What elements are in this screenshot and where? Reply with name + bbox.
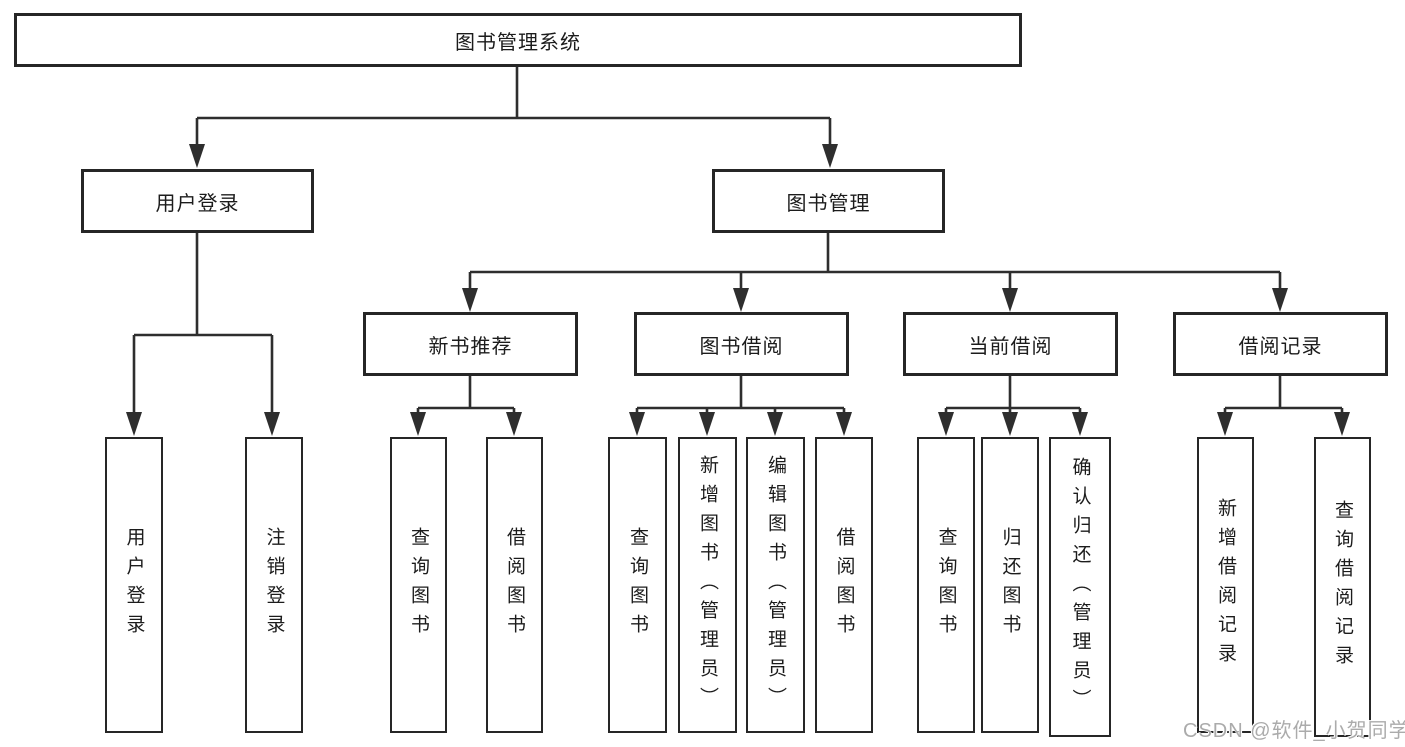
arrowhead-icon [767,412,783,436]
node-current-borrowing: 当前借阅 [903,312,1118,376]
leaf-add-borrow-record: 新增借阅记录 [1197,437,1254,733]
node-book-management: 图书管理 [712,169,945,233]
connector-book-borrow-children [629,376,852,436]
leaf-add-books-admin: 新增图书（管理员） [678,437,737,733]
arrowhead-icon [410,412,426,436]
arrowhead-icon [1002,288,1018,312]
arrowhead-icon [699,412,715,436]
node-library-system: 图书管理系统 [14,13,1022,67]
arrowhead-icon [1334,412,1350,436]
connector-root-to-level2 [189,67,838,168]
arrowhead-icon [822,144,838,168]
leaf-query-books-borrowing: 查询图书 [608,437,667,733]
leaf-query-borrow-record: 查询借阅记录 [1314,437,1371,737]
arrowhead-icon [1002,412,1018,436]
arrowhead-icon [938,412,954,436]
arrowhead-icon [1217,412,1233,436]
connector-new-book-children [410,376,522,436]
node-borrowing-records: 借阅记录 [1173,312,1388,376]
node-user-login: 用户登录 [81,169,314,233]
leaf-user-login: 用户登录 [105,437,163,733]
leaf-logout: 注销登录 [245,437,303,733]
arrowhead-icon [733,288,749,312]
arrowhead-icon [1072,412,1088,436]
connector-borrow-records-children [1217,376,1350,436]
node-book-borrowing: 图书借阅 [634,312,849,376]
connector-user-login-children [126,233,280,436]
arrowhead-icon [189,144,205,168]
leaf-borrow-books-recommend: 借阅图书 [486,437,543,733]
arrowhead-icon [1272,288,1288,312]
connector-book-mgmt-children [462,233,1288,312]
leaf-confirm-return-admin: 确认归还（管理员） [1049,437,1111,737]
arrowhead-icon [462,288,478,312]
arrowhead-icon [836,412,852,436]
leaf-query-books-current: 查询图书 [917,437,975,733]
arrowhead-icon [629,412,645,436]
connector-current-borrow-children [938,376,1088,436]
csdn-watermark: CSDN @软件_小贺同学 [1183,720,1405,742]
leaf-edit-books-admin: 编辑图书（管理员） [746,437,805,733]
node-new-book-recommendation: 新书推荐 [363,312,578,376]
leaf-query-books-recommend: 查询图书 [390,437,447,733]
arrowhead-icon [126,412,142,436]
leaf-return-books: 归还图书 [981,437,1039,733]
arrowhead-icon [264,412,280,436]
leaf-borrow-books-borrowing: 借阅图书 [815,437,873,733]
arrowhead-icon [506,412,522,436]
